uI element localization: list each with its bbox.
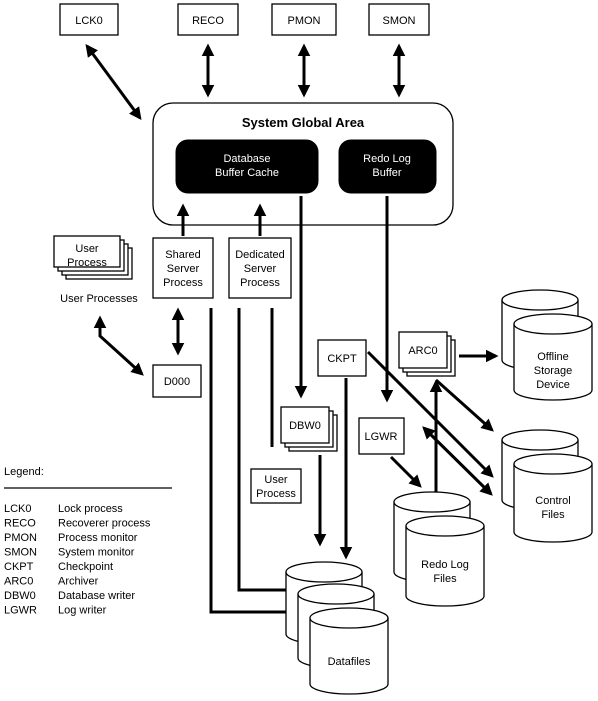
reco-process: RECO [177,3,239,36]
redo-files-line-2: Files [433,573,457,585]
user-process-stack: User Process [53,235,133,280]
dedicated-line-1: Dedicated [235,249,285,261]
control-files: Control Files [501,429,593,543]
control-line-2: Files [541,509,565,521]
database-buffer-cache: Database Buffer Cache [175,139,319,194]
lck0-sga-arrow [85,43,142,121]
user-processes-label: User Processes [60,293,138,305]
redo-log-files: Redo Log Files [393,491,485,607]
offline-line-1: Offline [537,351,569,363]
pmon-process: PMON [271,3,337,36]
lgwr-control-arrow [422,426,493,496]
lgwr-to-redofiles-arrow [389,455,422,488]
sga-title: System Global Area [242,115,365,130]
datafiles-label: Datafiles [328,656,371,668]
legend-code: RECO [4,518,36,530]
legend-code: PMON [4,532,37,544]
pmon-label: PMON [288,15,321,27]
legend-code: ARC0 [4,576,33,588]
shared-datafiles-line [209,308,300,614]
smon-process: SMON [368,3,430,36]
lck0-label: LCK0 [75,15,103,27]
d000-label: D000 [164,376,190,388]
offline-line-3: Device [536,379,570,391]
shared-line-1: Shared [165,249,200,261]
legend-title: Legend: [4,466,44,478]
legend-code: CKPT [4,561,34,573]
user-process-stack-line-1: User [75,243,99,255]
shared-line-3: Process [163,277,203,289]
legend-code: LGWR [4,605,37,617]
dbw0-process: DBW0 [280,406,338,452]
user-process-single-line-1: User [264,474,288,486]
buffer-cache-line-2: Buffer Cache [215,167,279,179]
redo-buffer-line-2: Buffer [372,167,401,179]
dedicated-line-3: Process [240,277,280,289]
legend-description: Database writer [58,590,135,602]
legend-description: Log writer [58,605,107,617]
ckpt-process: CKPT [317,339,367,377]
dedicated-server-process: Dedicated Server Process [228,237,292,299]
legend-description: System monitor [58,547,135,559]
user-process-single-line-2: Process [256,488,296,500]
legend-code: DBW0 [4,590,36,602]
redo-buffer-line-1: Redo Log [363,153,411,165]
shared-line-2: Server [167,263,200,275]
user-process-stack-line-2: Process [67,257,107,269]
ckpt-label: CKPT [327,353,357,365]
redo-files-line-1: Redo Log [421,559,469,571]
legend-description: Process monitor [58,532,138,544]
user-to-d000-arrow [93,315,144,376]
buffer-cache-line-1: Database [223,153,270,165]
legend-description: Archiver [58,576,99,588]
smon-label: SMON [383,15,416,27]
legend-code: SMON [4,547,37,559]
arc0-to-control-arrow [435,378,494,432]
datafiles: Datafiles [285,561,389,695]
lgwr-label: LGWR [365,431,398,443]
redo-log-buffer: Redo Log Buffer [338,139,437,194]
legend-description: Lock process [58,503,123,515]
legend-description: Checkpoint [58,561,113,573]
system-global-area: System Global Area Database Buffer Cache… [152,102,454,226]
shared-server-process: Shared Server Process [152,237,214,299]
user-process-front [53,235,121,268]
dbw0-label: DBW0 [289,420,321,432]
arc0-label: ARC0 [408,345,437,357]
offline-storage-device: Offline Storage Device [501,289,593,401]
control-line-1: Control [535,495,570,507]
dedicated-datafiles-line-1 [237,308,286,592]
legend-description: Recoverer process [58,518,151,530]
lgwr-process: LGWR [358,417,405,455]
reco-label: RECO [192,15,224,27]
user-process-single: User Process [250,468,302,504]
dedicated-line-2: Server [244,263,277,275]
d000-dispatcher: D000 [152,364,202,398]
offline-line-2: Storage [534,365,573,377]
arc0-process: ARC0 [398,331,456,377]
lck0-process: LCK0 [59,3,119,36]
legend-code: LCK0 [4,503,32,515]
